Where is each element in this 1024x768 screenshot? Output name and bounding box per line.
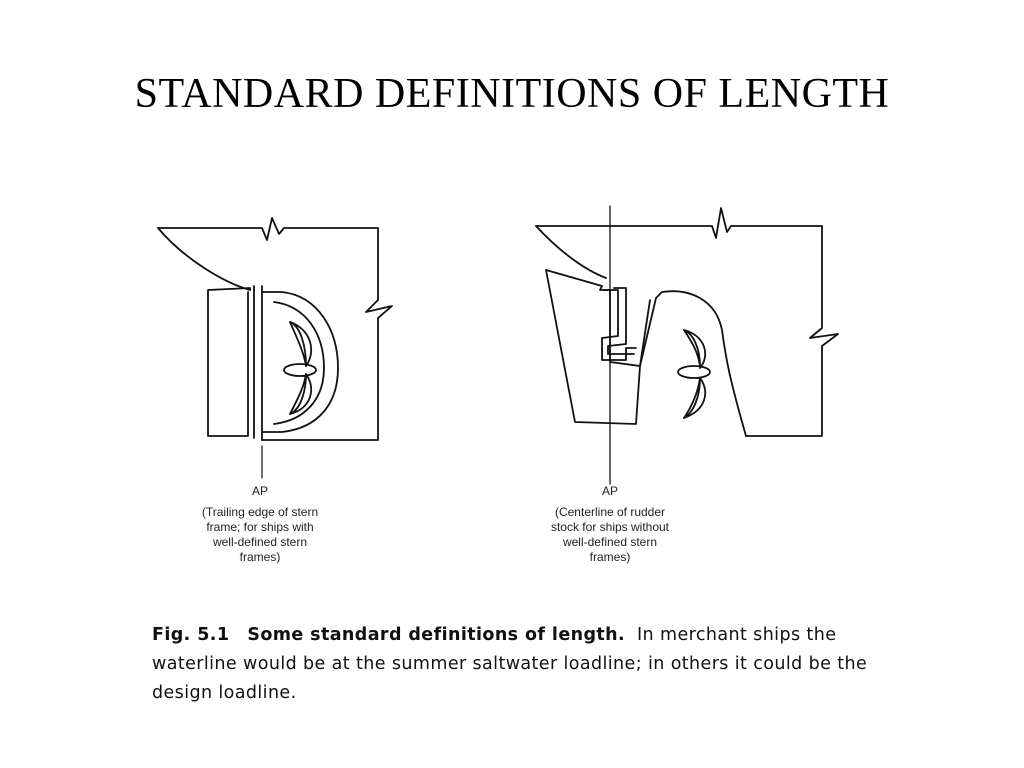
left-stern-post	[253, 285, 263, 441]
right-rudder-stock-inner	[607, 287, 635, 355]
left-hull-top-line	[157, 217, 379, 241]
right-ap-description-line: stock for ships without	[550, 520, 670, 534]
right-skeg-front	[639, 299, 651, 367]
right-right-edge	[745, 225, 839, 437]
right-propeller-hub	[677, 365, 711, 379]
right-ap-description-line: frames)	[589, 550, 631, 564]
slide-title: STANDARD DEFINITIONS OF LENGTH	[134, 71, 890, 117]
left-ap-description-line: (Trailing edge of stern	[201, 505, 319, 519]
right-propeller-upper	[683, 329, 701, 367]
left-propeller-hub	[283, 363, 317, 377]
left-ap-description-line: frames)	[239, 550, 281, 564]
left-counter-curve	[157, 227, 251, 291]
figure-caption: Fig. 5.1 Some standard definitions of le…	[152, 621, 912, 708]
right-ap-annotation: AP (Centerline of rudder stock for ships…	[510, 484, 710, 565]
right-ap-description-line: well-defined stern	[562, 535, 658, 549]
left-rudder	[207, 287, 251, 437]
left-stern-drawing	[157, 217, 393, 479]
left-propeller-outline	[289, 321, 313, 415]
left-aperture	[261, 291, 339, 433]
left-ap-description-line: frame; for ships with	[206, 520, 314, 534]
left-propeller-upper	[289, 321, 307, 367]
figure-number: Fig. 5.1	[152, 625, 230, 645]
left-ap-annotation: AP (Trailing edge of stern frame; for sh…	[160, 484, 360, 565]
left-ap-label: AP	[251, 484, 268, 498]
left-right-edge	[261, 227, 393, 441]
right-rudder-stock	[601, 289, 637, 361]
right-stern-drawing	[535, 205, 839, 485]
right-skeg	[639, 290, 747, 437]
right-hull-top-line	[535, 207, 823, 239]
left-ap-description-line: well-defined stern	[212, 535, 308, 549]
right-propeller-outline	[683, 329, 707, 419]
right-ap-description-line: (Centerline of rudder	[554, 505, 666, 519]
right-propeller-lower	[683, 377, 701, 419]
right-rudder	[545, 269, 641, 425]
figure-caption-body: In merchant ships the waterline would be…	[152, 625, 868, 703]
right-ap-label: AP	[601, 484, 618, 498]
right-counter-curve	[535, 225, 607, 279]
figure-title: Some standard definitions of length.	[247, 625, 626, 645]
left-aperture-inner	[273, 301, 325, 425]
